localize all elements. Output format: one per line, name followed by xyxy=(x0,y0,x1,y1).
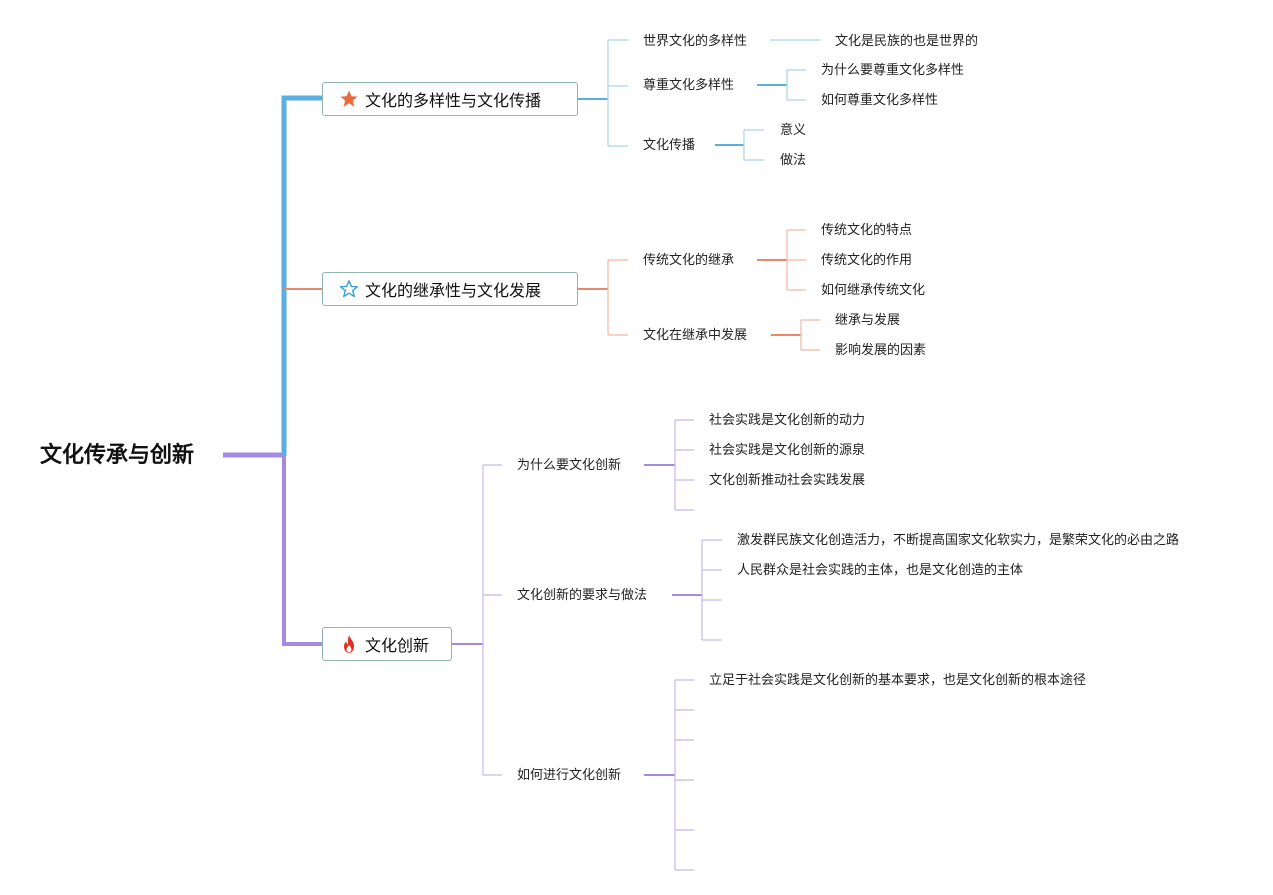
leaf-item[interactable]: 如何尊重文化多样性 xyxy=(821,93,939,108)
connector-line xyxy=(674,419,694,511)
connector-line xyxy=(701,539,722,641)
connector-line xyxy=(800,319,820,351)
connector-line xyxy=(786,69,806,101)
branch-connector xyxy=(281,95,322,456)
leaf-item[interactable]: 继承与发展 xyxy=(835,313,901,328)
leaf-item[interactable]: 立足于社会实践是文化创新的基本要求，也是文化创新的根本途径 xyxy=(709,673,1087,688)
leaf-item[interactable]: 传统文化的特点 xyxy=(821,223,913,238)
subtopic-why-innovate[interactable]: 为什么要文化创新 xyxy=(517,458,622,473)
leaf-item[interactable]: 意义 xyxy=(780,123,807,138)
root-topic[interactable]: 文化传承与创新 xyxy=(40,443,195,468)
filled-star-icon xyxy=(339,89,359,109)
leaf-item[interactable]: 社会实践是文化创新的源泉 xyxy=(709,443,866,458)
branch-connector xyxy=(282,456,322,646)
fire-icon xyxy=(339,634,359,654)
subtopic-innovation-requirements[interactable]: 文化创新的要求与做法 xyxy=(517,588,648,603)
leaf-item[interactable]: 影响发展的因素 xyxy=(835,343,927,358)
topic-cultural-diversity[interactable]: 文化的多样性与文化传播 xyxy=(322,82,578,116)
leaf-item[interactable]: 如何继承传统文化 xyxy=(821,283,926,298)
subtopic-traditional-inheritance[interactable]: 传统文化的继承 xyxy=(643,253,735,268)
connector-line xyxy=(786,229,806,291)
subtopic-respect-diversity[interactable]: 尊重文化多样性 xyxy=(643,78,735,93)
leaf-item[interactable]: 为什么要尊重文化多样性 xyxy=(821,63,965,78)
leaf-item[interactable]: 人民群众是社会实践的主体，也是文化创造的主体 xyxy=(737,563,1024,578)
connector-line xyxy=(743,129,764,161)
connector-line xyxy=(483,464,502,776)
connector-line xyxy=(608,39,628,147)
connector-line xyxy=(674,679,694,871)
topic-cultural-innovation[interactable]: 文化创新 xyxy=(322,627,452,661)
subtopic-world-culture-diversity[interactable]: 世界文化的多样性 xyxy=(643,34,748,49)
leaf-item[interactable]: 社会实践是文化创新的动力 xyxy=(709,413,866,428)
topic-label: 文化创新 xyxy=(365,636,430,655)
leaf-item[interactable]: 激发群民族文化创造活力，不断提高国家文化软实力，是繁荣文化的必由之路 xyxy=(737,533,1180,548)
leaf-item[interactable]: 做法 xyxy=(780,153,807,168)
subtopic-development-in-inheritance[interactable]: 文化在继承中发展 xyxy=(643,328,748,343)
leaf-item[interactable]: 文化是民族的也是世界的 xyxy=(835,34,979,49)
subtopic-how-to-innovate[interactable]: 如何进行文化创新 xyxy=(517,768,622,783)
topic-cultural-inheritance[interactable]: 文化的继承性与文化发展 xyxy=(322,272,578,306)
topic-label: 文化的多样性与文化传播 xyxy=(365,91,542,110)
subtopic-cultural-transmission[interactable]: 文化传播 xyxy=(643,138,696,153)
connector-line xyxy=(607,259,628,336)
outline-star-icon xyxy=(339,279,359,299)
topic-label: 文化的继承性与文化发展 xyxy=(365,281,542,300)
leaf-item[interactable]: 文化创新推动社会实践发展 xyxy=(709,473,866,488)
leaf-item[interactable]: 传统文化的作用 xyxy=(821,253,913,268)
